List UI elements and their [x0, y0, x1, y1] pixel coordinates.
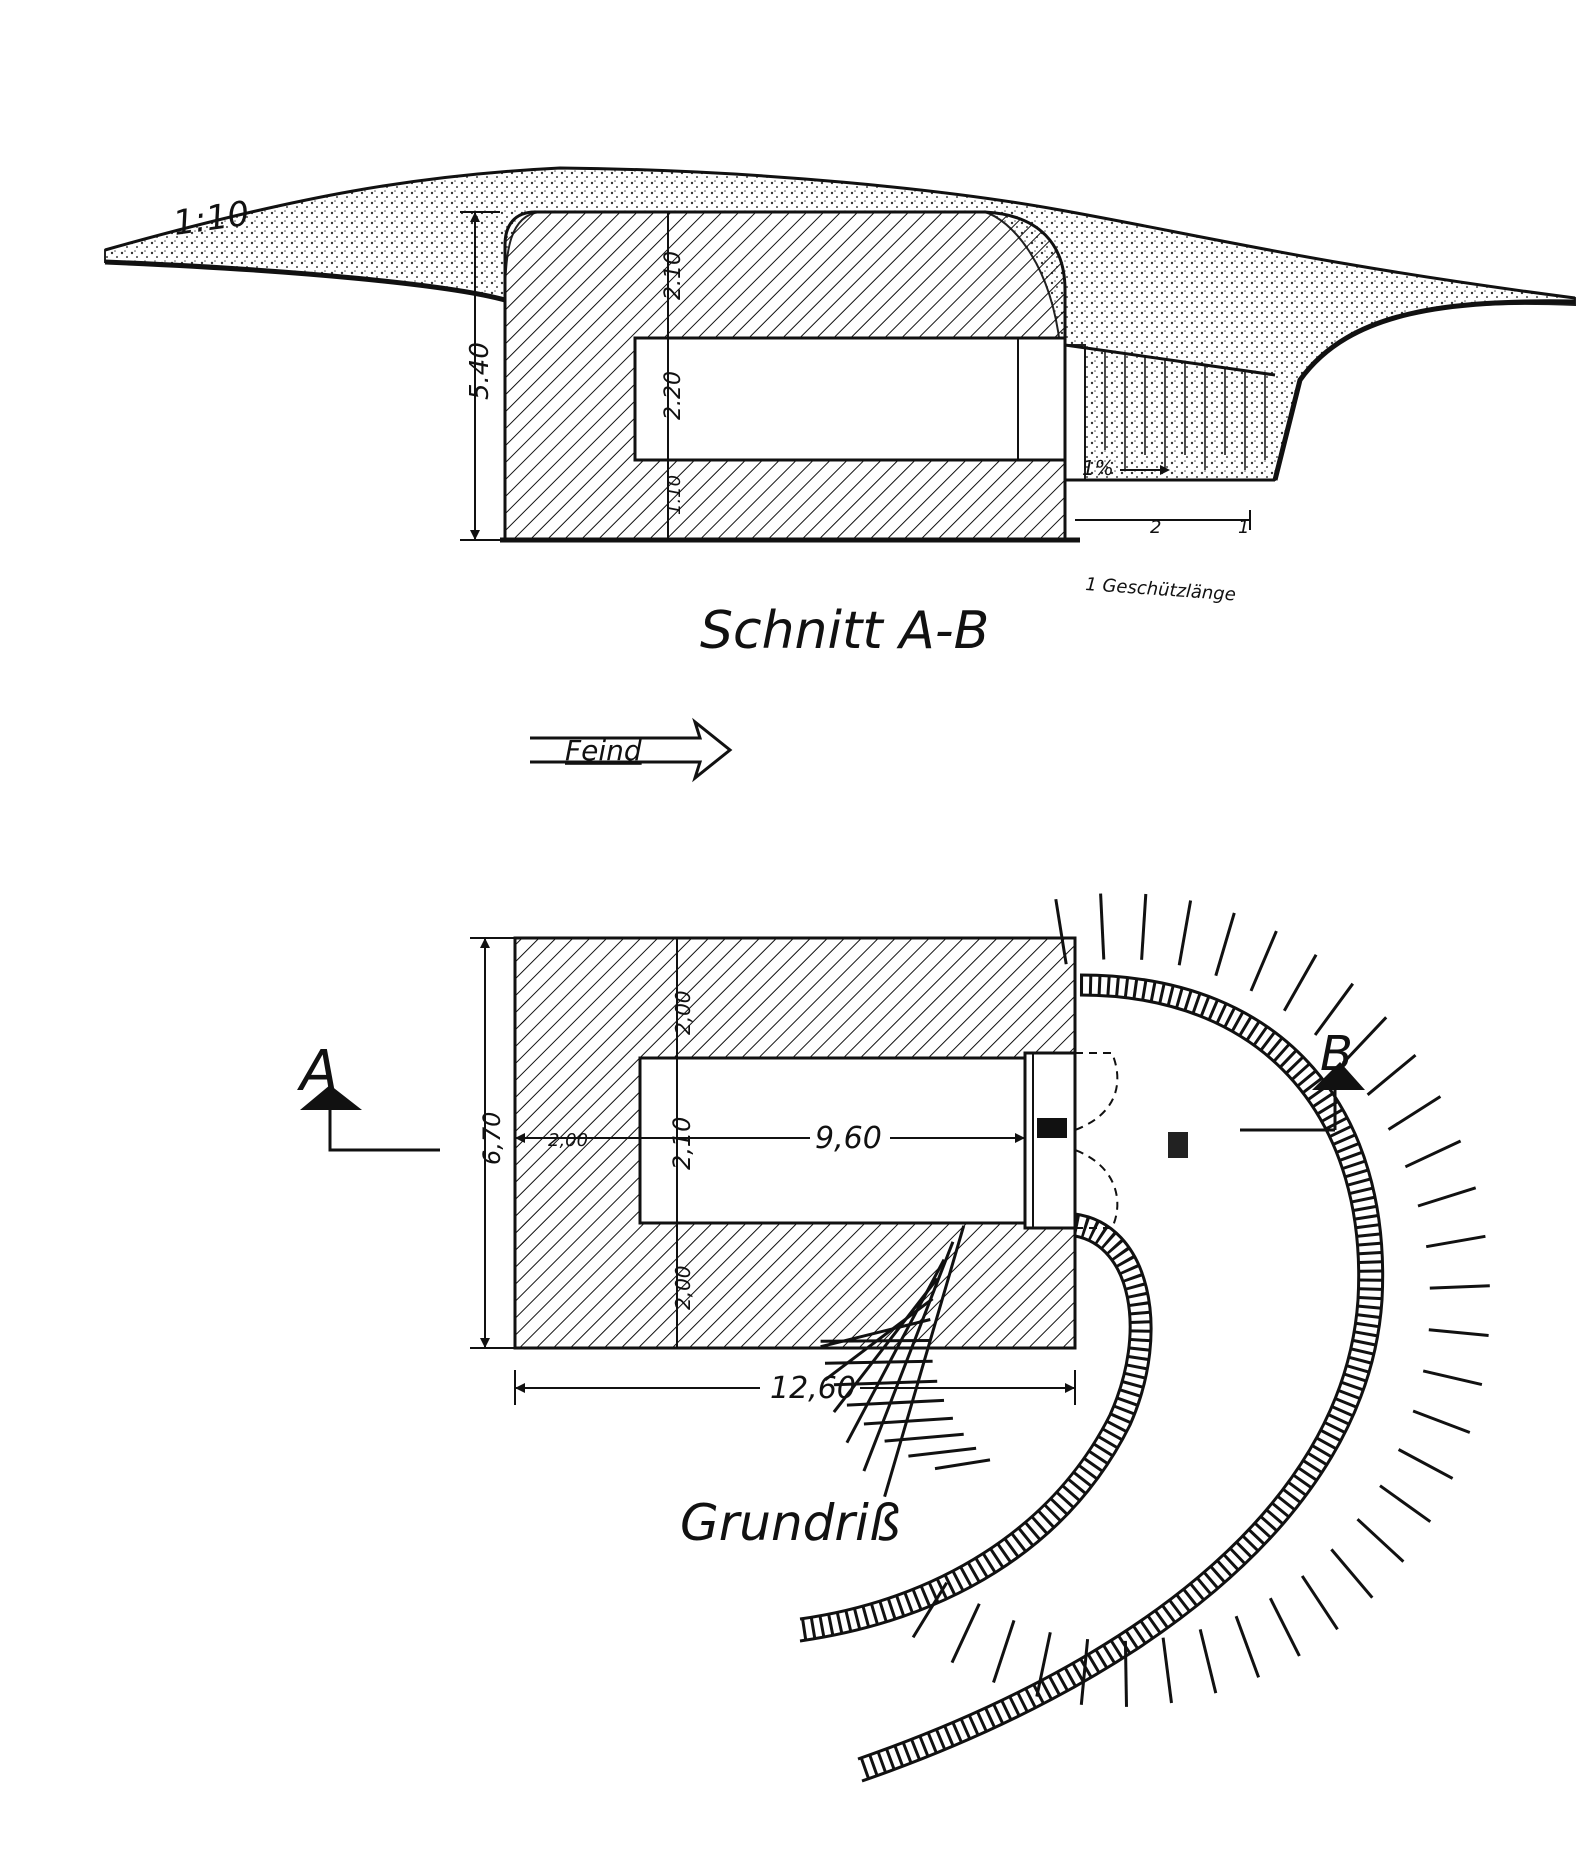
- hachure-line: [1425, 1234, 1486, 1249]
- gradient-label: 1%: [1082, 456, 1114, 480]
- apron-note: 1 Geschützlänge: [1085, 574, 1237, 605]
- hachure-line: [1214, 912, 1236, 977]
- hachure-line: [1404, 1139, 1462, 1169]
- height-dimension-label: 5.40: [465, 342, 495, 400]
- aiming-post: [1168, 1132, 1188, 1158]
- hachure-line: [1422, 1369, 1483, 1387]
- wall-back-label: 2,00: [548, 1130, 588, 1151]
- hachure-line: [1300, 1575, 1339, 1631]
- hachure-line: [992, 1619, 1016, 1683]
- hachure-line: [846, 1398, 945, 1407]
- hachure-line: [1417, 1186, 1477, 1208]
- hachure-line: [1161, 1637, 1173, 1704]
- hachure-line: [950, 1603, 981, 1664]
- hachure-line: [1268, 1597, 1301, 1657]
- hachure-line: [1366, 1053, 1417, 1096]
- room-height-label: 2.20: [661, 371, 686, 420]
- enemy-label: Feind: [565, 734, 642, 767]
- wall-bottom-label: 2,00: [671, 1265, 695, 1310]
- apron-mark-left: 2: [1150, 517, 1161, 538]
- hachure-line: [833, 1379, 938, 1387]
- room-length-label: 9,60: [815, 1121, 882, 1156]
- hachure-line: [1341, 1016, 1388, 1065]
- hachure-line: [1379, 1484, 1432, 1523]
- hachure-line: [911, 1581, 948, 1639]
- bunker-room-section: [633, 336, 1067, 462]
- enemy-direction-arrow: Feind: [530, 717, 733, 783]
- hachure-line: [1099, 893, 1106, 960]
- apron-ramp: [1064, 343, 1276, 482]
- hachure-line: [1177, 900, 1193, 966]
- hachure-line: [1397, 1448, 1454, 1480]
- hachure-line: [863, 1416, 953, 1426]
- hachure-line: [1428, 1328, 1489, 1337]
- hachure-line: [1140, 893, 1148, 960]
- wall-top-label: 2,00: [671, 990, 695, 1035]
- hachure-line: [1249, 930, 1278, 992]
- hachure-line: [1429, 1284, 1490, 1290]
- section-view: 1:10 5.40 2.10 2.20 1.10 1% 2 1 1 Geschü…: [104, 166, 1576, 661]
- hachure-line: [1079, 1638, 1090, 1705]
- hachure-line: [1035, 1631, 1052, 1697]
- hachure-line: [884, 1432, 964, 1443]
- hachure-line: [1198, 1629, 1218, 1694]
- plan-width-label: 6,70: [478, 1112, 506, 1165]
- marker-b-label: B: [1320, 1026, 1353, 1082]
- roof-thickness-label: 2.10: [661, 251, 686, 300]
- hachure-line: [934, 1458, 991, 1471]
- hachure-line: [1387, 1095, 1442, 1131]
- plan-length-label: 12,60: [770, 1371, 856, 1406]
- floor-thickness-label: 1.10: [664, 475, 685, 515]
- section-marker-a: A: [297, 1039, 440, 1152]
- hachure-line: [1412, 1409, 1471, 1434]
- section-marker-b: B: [1240, 1026, 1365, 1132]
- hachure-line: [824, 1359, 933, 1365]
- apron-mark-right: 1: [1238, 517, 1249, 538]
- hachure-line: [1234, 1615, 1261, 1678]
- hachure-line: [908, 1446, 977, 1458]
- hachure-line: [1330, 1548, 1374, 1599]
- plan-title: Grundriß: [680, 1494, 900, 1552]
- hachure-line: [1356, 1518, 1405, 1563]
- marker-a-label: A: [297, 1039, 338, 1104]
- gun-mount: [1037, 1118, 1067, 1138]
- hachure-line: [1123, 1640, 1128, 1707]
- plan-view: A B 6,70 12,60 9,60 2,10 2,00 2,00 2,00 …: [297, 893, 1490, 1783]
- hachure-line: [1313, 982, 1355, 1036]
- hachure-line: [1282, 954, 1318, 1012]
- room-width-label: 2,10: [668, 1117, 696, 1170]
- section-title: Schnitt A-B: [700, 601, 989, 661]
